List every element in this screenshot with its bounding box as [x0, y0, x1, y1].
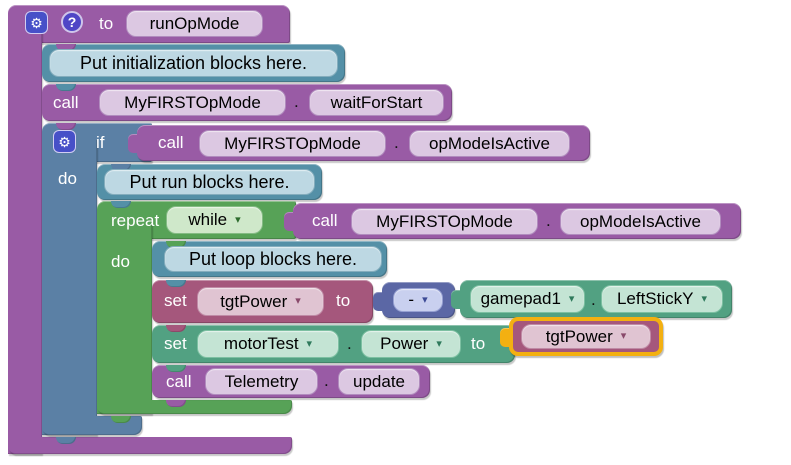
- repeat-mode-value: while: [188, 210, 228, 229]
- if-gear-icon[interactable]: ⚙: [53, 130, 76, 153]
- call-label: call: [53, 93, 79, 112]
- motor-device-dropdown[interactable]: motorTest ▾: [197, 330, 339, 358]
- dot-separator: .: [324, 371, 329, 390]
- procedure-block-spine: [8, 20, 42, 454]
- variable-name: tgtPower: [220, 291, 288, 311]
- chevron-down-icon: ▾: [235, 213, 241, 226]
- procedure-to-label: to: [99, 14, 114, 33]
- to-label: to: [336, 291, 351, 310]
- call-method-field[interactable]: opModeIsActive: [560, 208, 721, 235]
- connector-bump: [111, 201, 131, 208]
- chevron-down-icon: ▾: [306, 337, 313, 350]
- gamepad-device-dropdown[interactable]: gamepad1 ▾: [470, 285, 585, 313]
- connector-bump: [56, 437, 76, 444]
- repeat-block-spine: [97, 218, 152, 414]
- connector-bump: [56, 44, 76, 51]
- chevron-down-icon: ▾: [568, 292, 575, 305]
- dot-separator: .: [294, 92, 299, 111]
- connector-bump: [166, 280, 186, 287]
- gear-icon[interactable]: ⚙: [25, 11, 48, 34]
- connector-bump: [166, 325, 186, 332]
- connector-bump: [166, 365, 186, 372]
- comment-init-field[interactable]: Put initialization blocks here.: [49, 49, 338, 77]
- procedure-block-bottom: [8, 437, 292, 454]
- set-label: set: [164, 291, 187, 310]
- call-label: call: [166, 372, 192, 391]
- help-glyph: ?: [67, 14, 77, 30]
- set-label: set: [164, 334, 187, 353]
- repeat-label: repeat: [111, 211, 160, 230]
- chevron-down-icon: ▾: [295, 295, 301, 307]
- gear-glyph: ⚙: [30, 14, 43, 31]
- gamepad-property-dropdown[interactable]: LeftStickY ▾: [601, 285, 723, 313]
- connector-bump: [111, 164, 131, 171]
- call-object-field[interactable]: Telemetry: [205, 368, 318, 395]
- motor-device: motorTest: [223, 334, 299, 353]
- value-tab: [451, 290, 461, 309]
- call-object-field[interactable]: MyFIRSTOpMode: [199, 130, 386, 157]
- operator-dropdown[interactable]: - ▾: [393, 288, 443, 312]
- value-tab-selected: [500, 328, 510, 347]
- if-do-label: do: [58, 169, 77, 188]
- connector-bump: [166, 400, 186, 407]
- dot-separator: .: [347, 334, 352, 353]
- motor-property: Power: [380, 334, 429, 353]
- chevron-down-icon: ▾: [436, 337, 442, 350]
- operator-value: -: [408, 290, 415, 309]
- call-label: call: [158, 133, 184, 152]
- help-icon[interactable]: ?: [61, 11, 83, 33]
- connector-bump: [56, 123, 76, 130]
- motor-property-dropdown[interactable]: Power ▾: [361, 330, 461, 358]
- connector-bump: [56, 84, 76, 91]
- variable-dropdown[interactable]: tgtPower ▾: [197, 287, 324, 316]
- to-label: to: [471, 334, 486, 353]
- comment-run-field[interactable]: Put run blocks here.: [104, 169, 315, 195]
- repeat-block-bottom: [97, 400, 292, 414]
- call-label: call: [312, 211, 338, 230]
- call-object-field[interactable]: MyFIRSTOpMode: [99, 89, 286, 116]
- gamepad-property: LeftStickY: [616, 289, 694, 308]
- connector-bump: [166, 241, 186, 248]
- gear-glyph: ⚙: [58, 133, 71, 150]
- connector-bump: [111, 416, 131, 423]
- dot-separator: .: [546, 211, 551, 230]
- chevron-down-icon: ▾: [701, 292, 708, 305]
- procedure-name-field[interactable]: runOpMode: [126, 10, 263, 37]
- call-method-field[interactable]: waitForStart: [309, 89, 444, 116]
- comment-loop-field[interactable]: Put loop blocks here.: [164, 246, 382, 272]
- if-label: if: [96, 133, 105, 152]
- value-tab: [373, 292, 383, 311]
- if-block-spine: [42, 140, 97, 435]
- variable-name: tgtPower: [545, 326, 613, 346]
- tgtpower-variable-dropdown[interactable]: tgtPower ▾: [521, 324, 651, 349]
- dot-separator: .: [394, 133, 399, 152]
- call-object-field[interactable]: MyFIRSTOpMode: [351, 208, 538, 235]
- gamepad-device: gamepad1: [480, 289, 561, 308]
- repeat-mode-dropdown[interactable]: while ▾: [166, 206, 263, 234]
- call-method-field[interactable]: opModeIsActive: [409, 130, 570, 157]
- repeat-do-label: do: [111, 252, 130, 271]
- value-tab: [128, 134, 138, 153]
- call-method-field[interactable]: update: [338, 368, 420, 395]
- dot-separator: .: [591, 290, 596, 309]
- chevron-down-icon: ▾: [422, 293, 428, 306]
- value-tab: [284, 212, 294, 231]
- chevron-down-icon: ▾: [620, 330, 627, 342]
